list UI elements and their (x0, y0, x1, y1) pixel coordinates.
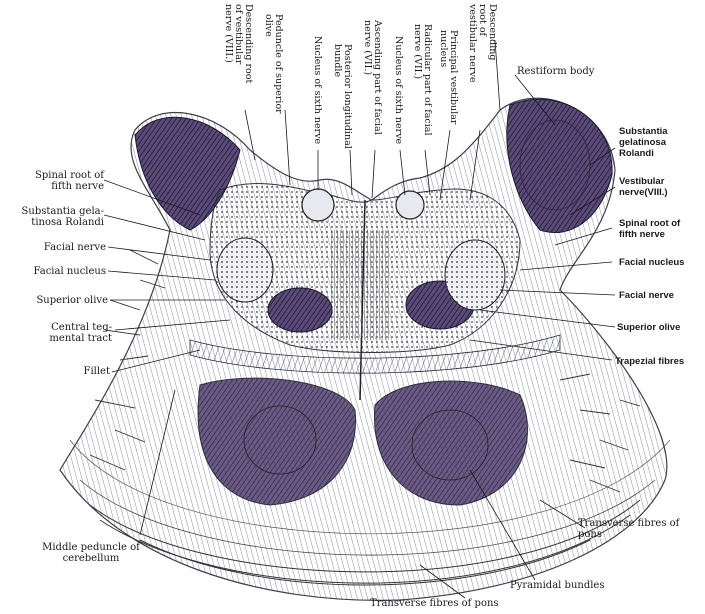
label-spinal-root-fifth-left: Spinal root of fifth nerve (10, 170, 104, 192)
label-radicular-part-facial: Radicular part of facial nerve (VII.) (412, 24, 432, 135)
label-middle-peduncle-cerebellum: Middle peduncle of cerebellum (36, 542, 146, 564)
label-spinal-root-fifth-right: Spinal root of fifth nerve (619, 218, 680, 240)
label-peduncle-superior-olive: Peduncle of superior olive (263, 14, 283, 114)
label-superior-olive-right: Superior olive (617, 322, 680, 333)
label-facial-nerve-left: Facial nerve (10, 242, 106, 253)
label-central-tegmental-tract: Central teg- mental tract (10, 322, 112, 344)
label-descending-root-vestibular: Descending root of vestibular nerve (467, 4, 497, 82)
label-ascending-part-facial: Ascending part of facial nerve (VII.) (362, 20, 382, 135)
label-facial-nucleus-right: Facial nucleus (619, 257, 684, 268)
label-facial-nerve-right: Facial nerve (619, 290, 674, 301)
label-nucleus-sixth-nerve-2: Nucleus of sixth nerve (393, 36, 403, 144)
label-facial-nucleus-left: Facial nucleus (10, 266, 106, 277)
label-posterior-longitudinal-bundle: Posterior longitudinal bundle (332, 44, 352, 149)
label-pyramidal-bundles: Pyramidal bundles (510, 580, 604, 591)
left-olive (268, 288, 332, 332)
label-substantia-gelatinosa-right: Substantia gelatinosa Rolandi (619, 126, 668, 159)
label-substantia-gelatinosa-left: Substantia gela- tinosa Rolandi (4, 206, 104, 228)
label-principal-vestibular-nucleus: Principal vestibular nucleus (438, 30, 458, 124)
right-sixth-nucleus (396, 191, 424, 219)
label-trapezial-fibres: Trapezial fibres (615, 356, 684, 367)
left-sixth-nucleus (302, 189, 334, 221)
label-nucleus-sixth-nerve: Nucleus of sixth nerve (312, 36, 322, 144)
label-superior-olive-left: Superior olive (10, 295, 108, 306)
label-transverse-fibres-pons-right: Transverse fibres of pons (578, 518, 679, 540)
label-restiform-body: Restiform body (517, 66, 594, 77)
label-fillet: Fillet (10, 366, 110, 377)
label-vestibular-nerve: Vestibular nerve(VIII.) (619, 176, 668, 198)
label-descending-root-viii: Descending root of vestibular nerve (VII… (223, 4, 253, 83)
label-transverse-fibres-pons-bottom: Transverse fibres of pons (370, 598, 499, 609)
